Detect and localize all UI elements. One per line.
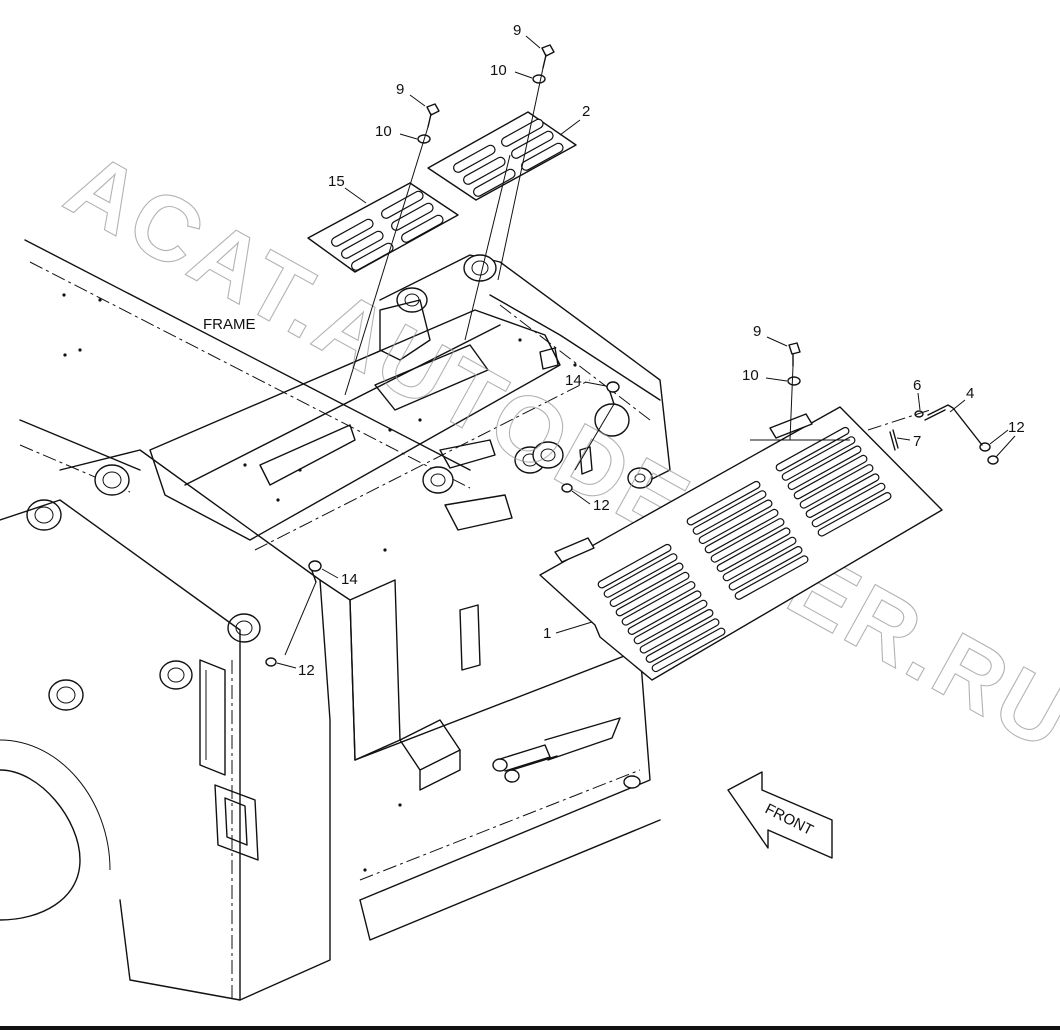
- callouts: FRAME 9 10 2 9 10 15 9 10 6 4 12 7 14 12…: [203, 22, 1025, 679]
- callout-10-right: 10: [742, 367, 759, 384]
- callout-10-top: 10: [490, 62, 507, 79]
- frame-label: FRAME: [203, 316, 256, 333]
- grille-slot: [793, 454, 868, 500]
- callout-7: 7: [913, 433, 921, 450]
- grille-slot: [728, 546, 803, 591]
- grille-slot: [799, 464, 874, 509]
- grille-slot: [651, 627, 726, 673]
- callout-12-left: 12: [298, 662, 315, 679]
- watermark-text: ACAT.AUTODEALER.RU: [50, 133, 1060, 771]
- callout-6: 6: [913, 377, 921, 394]
- callout-9-top: 9: [513, 22, 521, 39]
- callout-15: 15: [328, 173, 345, 190]
- front-direction-arrow: FRONT: [727, 771, 833, 859]
- callout-10-left: 10: [375, 123, 392, 140]
- grille-slot: [615, 571, 690, 617]
- grille-door-part-1: [539, 406, 943, 681]
- grille-slot: [734, 555, 809, 600]
- grille-slot: [716, 527, 791, 572]
- grille-slot: [627, 590, 702, 635]
- callout-9-left: 9: [396, 81, 404, 98]
- grille-slot: [645, 618, 720, 663]
- grille-slot: [781, 436, 856, 481]
- callout-12-center: 12: [593, 497, 610, 514]
- callout-14-center: 14: [565, 372, 582, 389]
- grille-slot: [704, 508, 779, 554]
- grille-slot: [639, 609, 714, 654]
- grille-slot: [805, 473, 880, 518]
- grille-slot: [609, 562, 684, 608]
- grille-slot: [817, 492, 892, 537]
- grille-slot: [686, 480, 761, 526]
- grille-slot: [787, 445, 862, 491]
- grille-slot: [722, 536, 797, 582]
- machine-frame: [0, 239, 671, 1001]
- callout-9-right: 9: [753, 323, 761, 340]
- callout-2: 2: [582, 103, 590, 120]
- hardware: [265, 44, 999, 667]
- grille-slot: [621, 581, 696, 626]
- callout-1: 1: [543, 625, 551, 642]
- callout-14-left: 14: [341, 571, 358, 588]
- grille-slot: [698, 499, 773, 545]
- grille-slot: [633, 599, 708, 645]
- grille-slot: [710, 518, 785, 563]
- grille-slot: [775, 426, 850, 472]
- grille-slot: [692, 490, 767, 535]
- callout-4: 4: [966, 385, 974, 402]
- callout-12-right: 12: [1008, 419, 1025, 436]
- grille-cover-part-15: [307, 182, 459, 273]
- bottom-border: [0, 1026, 1060, 1030]
- grille-slot: [597, 543, 672, 589]
- grille-slot: [811, 482, 886, 528]
- grille-slot: [603, 553, 678, 598]
